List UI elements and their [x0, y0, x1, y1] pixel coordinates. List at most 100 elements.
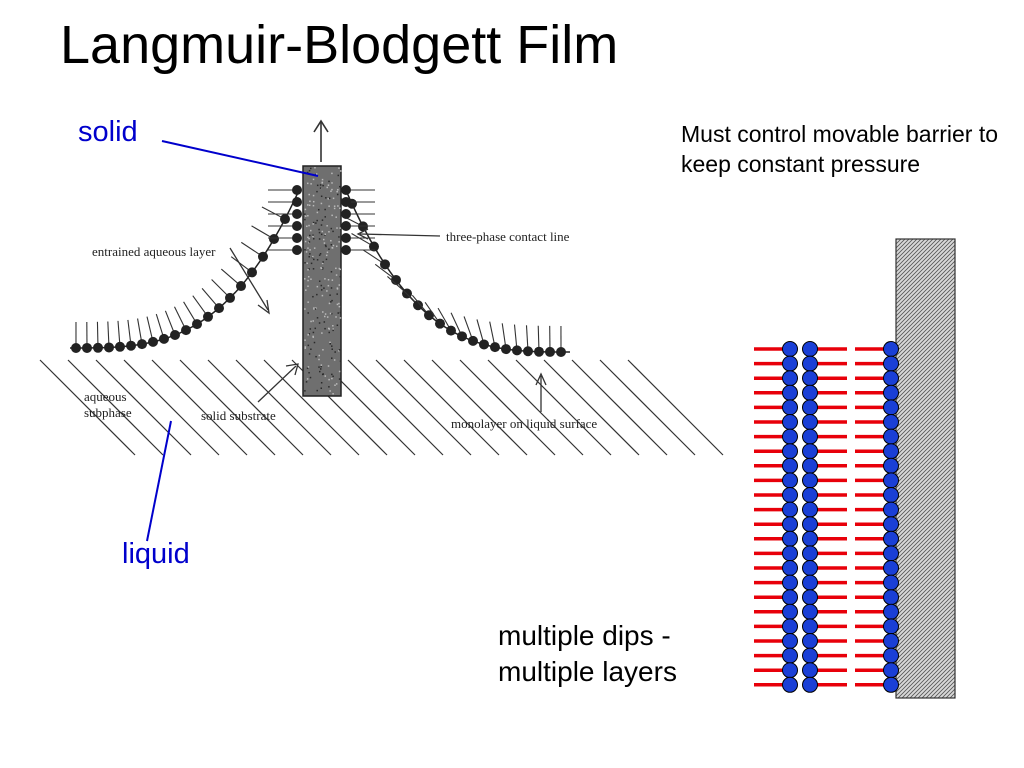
speckle [310, 348, 312, 350]
molecule-head [435, 318, 445, 329]
speckle [324, 278, 326, 280]
speckle [325, 245, 327, 248]
speckle [339, 170, 342, 172]
lipid-head [782, 647, 798, 664]
hatch-line [431, 359, 528, 456]
speckle [318, 208, 320, 211]
speckle [332, 230, 334, 233]
hatch-line [207, 359, 304, 456]
molecule-head [269, 234, 279, 245]
plate-molecule-head [341, 197, 351, 207]
speckle [308, 204, 311, 207]
lipid-head [782, 414, 798, 430]
speckle [328, 386, 330, 388]
barrier-note: Must control movable barrier to keep con… [681, 121, 999, 177]
speckle [325, 254, 328, 257]
speckle [307, 285, 309, 287]
speckle [306, 378, 309, 380]
speckle [339, 268, 341, 271]
molecule-head [523, 346, 533, 357]
hatch-line [67, 359, 164, 456]
speckle [313, 247, 316, 249]
speckle [322, 238, 325, 241]
speckle [315, 307, 317, 309]
lipid-head [802, 530, 818, 547]
solid-callout-line [161, 140, 319, 177]
hatch-line [459, 359, 556, 456]
slide-title: Langmuir-Blodgett Film [60, 15, 619, 75]
speckle [331, 247, 333, 249]
speckle [315, 173, 318, 175]
speckle [336, 324, 339, 327]
speckle [323, 315, 326, 318]
speckle [305, 289, 307, 291]
lipid-head [883, 487, 899, 503]
speckle [304, 308, 306, 310]
speckle [307, 236, 309, 239]
lipid-head [782, 384, 798, 401]
speckle [304, 390, 306, 392]
molecule-head [424, 310, 434, 321]
speckle [308, 193, 310, 196]
speckle [312, 234, 314, 236]
speckle [339, 317, 342, 319]
speckle [330, 301, 332, 303]
speckle [328, 248, 330, 250]
lipid-head [883, 545, 899, 562]
speckle [308, 268, 310, 270]
speckle [309, 249, 311, 251]
molecule-head [380, 259, 390, 270]
speckle [328, 205, 330, 207]
speckle [331, 373, 333, 376]
speckle [328, 302, 331, 305]
speckle [304, 240, 307, 243]
speckle [312, 255, 314, 258]
speckle [331, 188, 333, 191]
plate-molecule-head [341, 185, 351, 195]
plate-molecule-head [292, 233, 302, 243]
speckle [316, 211, 319, 214]
speckle [328, 331, 330, 334]
speckle [320, 233, 323, 236]
speckle [321, 182, 323, 184]
speckle [332, 375, 334, 378]
speckle [332, 329, 334, 332]
speckle [316, 219, 318, 222]
lipid-head [782, 487, 798, 503]
lipid-head [782, 341, 798, 357]
plate-molecule-head [341, 221, 351, 231]
speckle [336, 303, 339, 306]
speckle [324, 375, 327, 377]
lipid-head [883, 516, 899, 533]
hatch-line [571, 359, 668, 456]
speckle [318, 366, 320, 368]
speckle [330, 244, 333, 246]
speckle [332, 244, 335, 247]
lipid-head [802, 384, 818, 401]
lipid-head [802, 472, 818, 489]
molecule-head [203, 311, 213, 322]
speckle [307, 279, 309, 282]
lipid-head [802, 647, 818, 664]
speckle [310, 183, 312, 185]
lipid-head [883, 603, 899, 620]
speckle [321, 262, 324, 265]
lipid-head [802, 560, 818, 576]
speckle [336, 293, 338, 295]
speckle [321, 294, 324, 297]
speckle [339, 275, 342, 278]
speckle [312, 238, 315, 240]
withdrawal-arrow [313, 119, 329, 162]
molecule-head [446, 325, 456, 336]
speckle [307, 275, 310, 278]
speckle [321, 219, 324, 221]
speckle [312, 235, 314, 238]
speckle [306, 225, 308, 228]
speckle [335, 216, 337, 218]
molecule-head [225, 292, 235, 303]
speckle [323, 242, 326, 244]
lipid-head [883, 370, 899, 387]
plate-molecule-head [292, 245, 302, 255]
speckle [318, 358, 320, 361]
